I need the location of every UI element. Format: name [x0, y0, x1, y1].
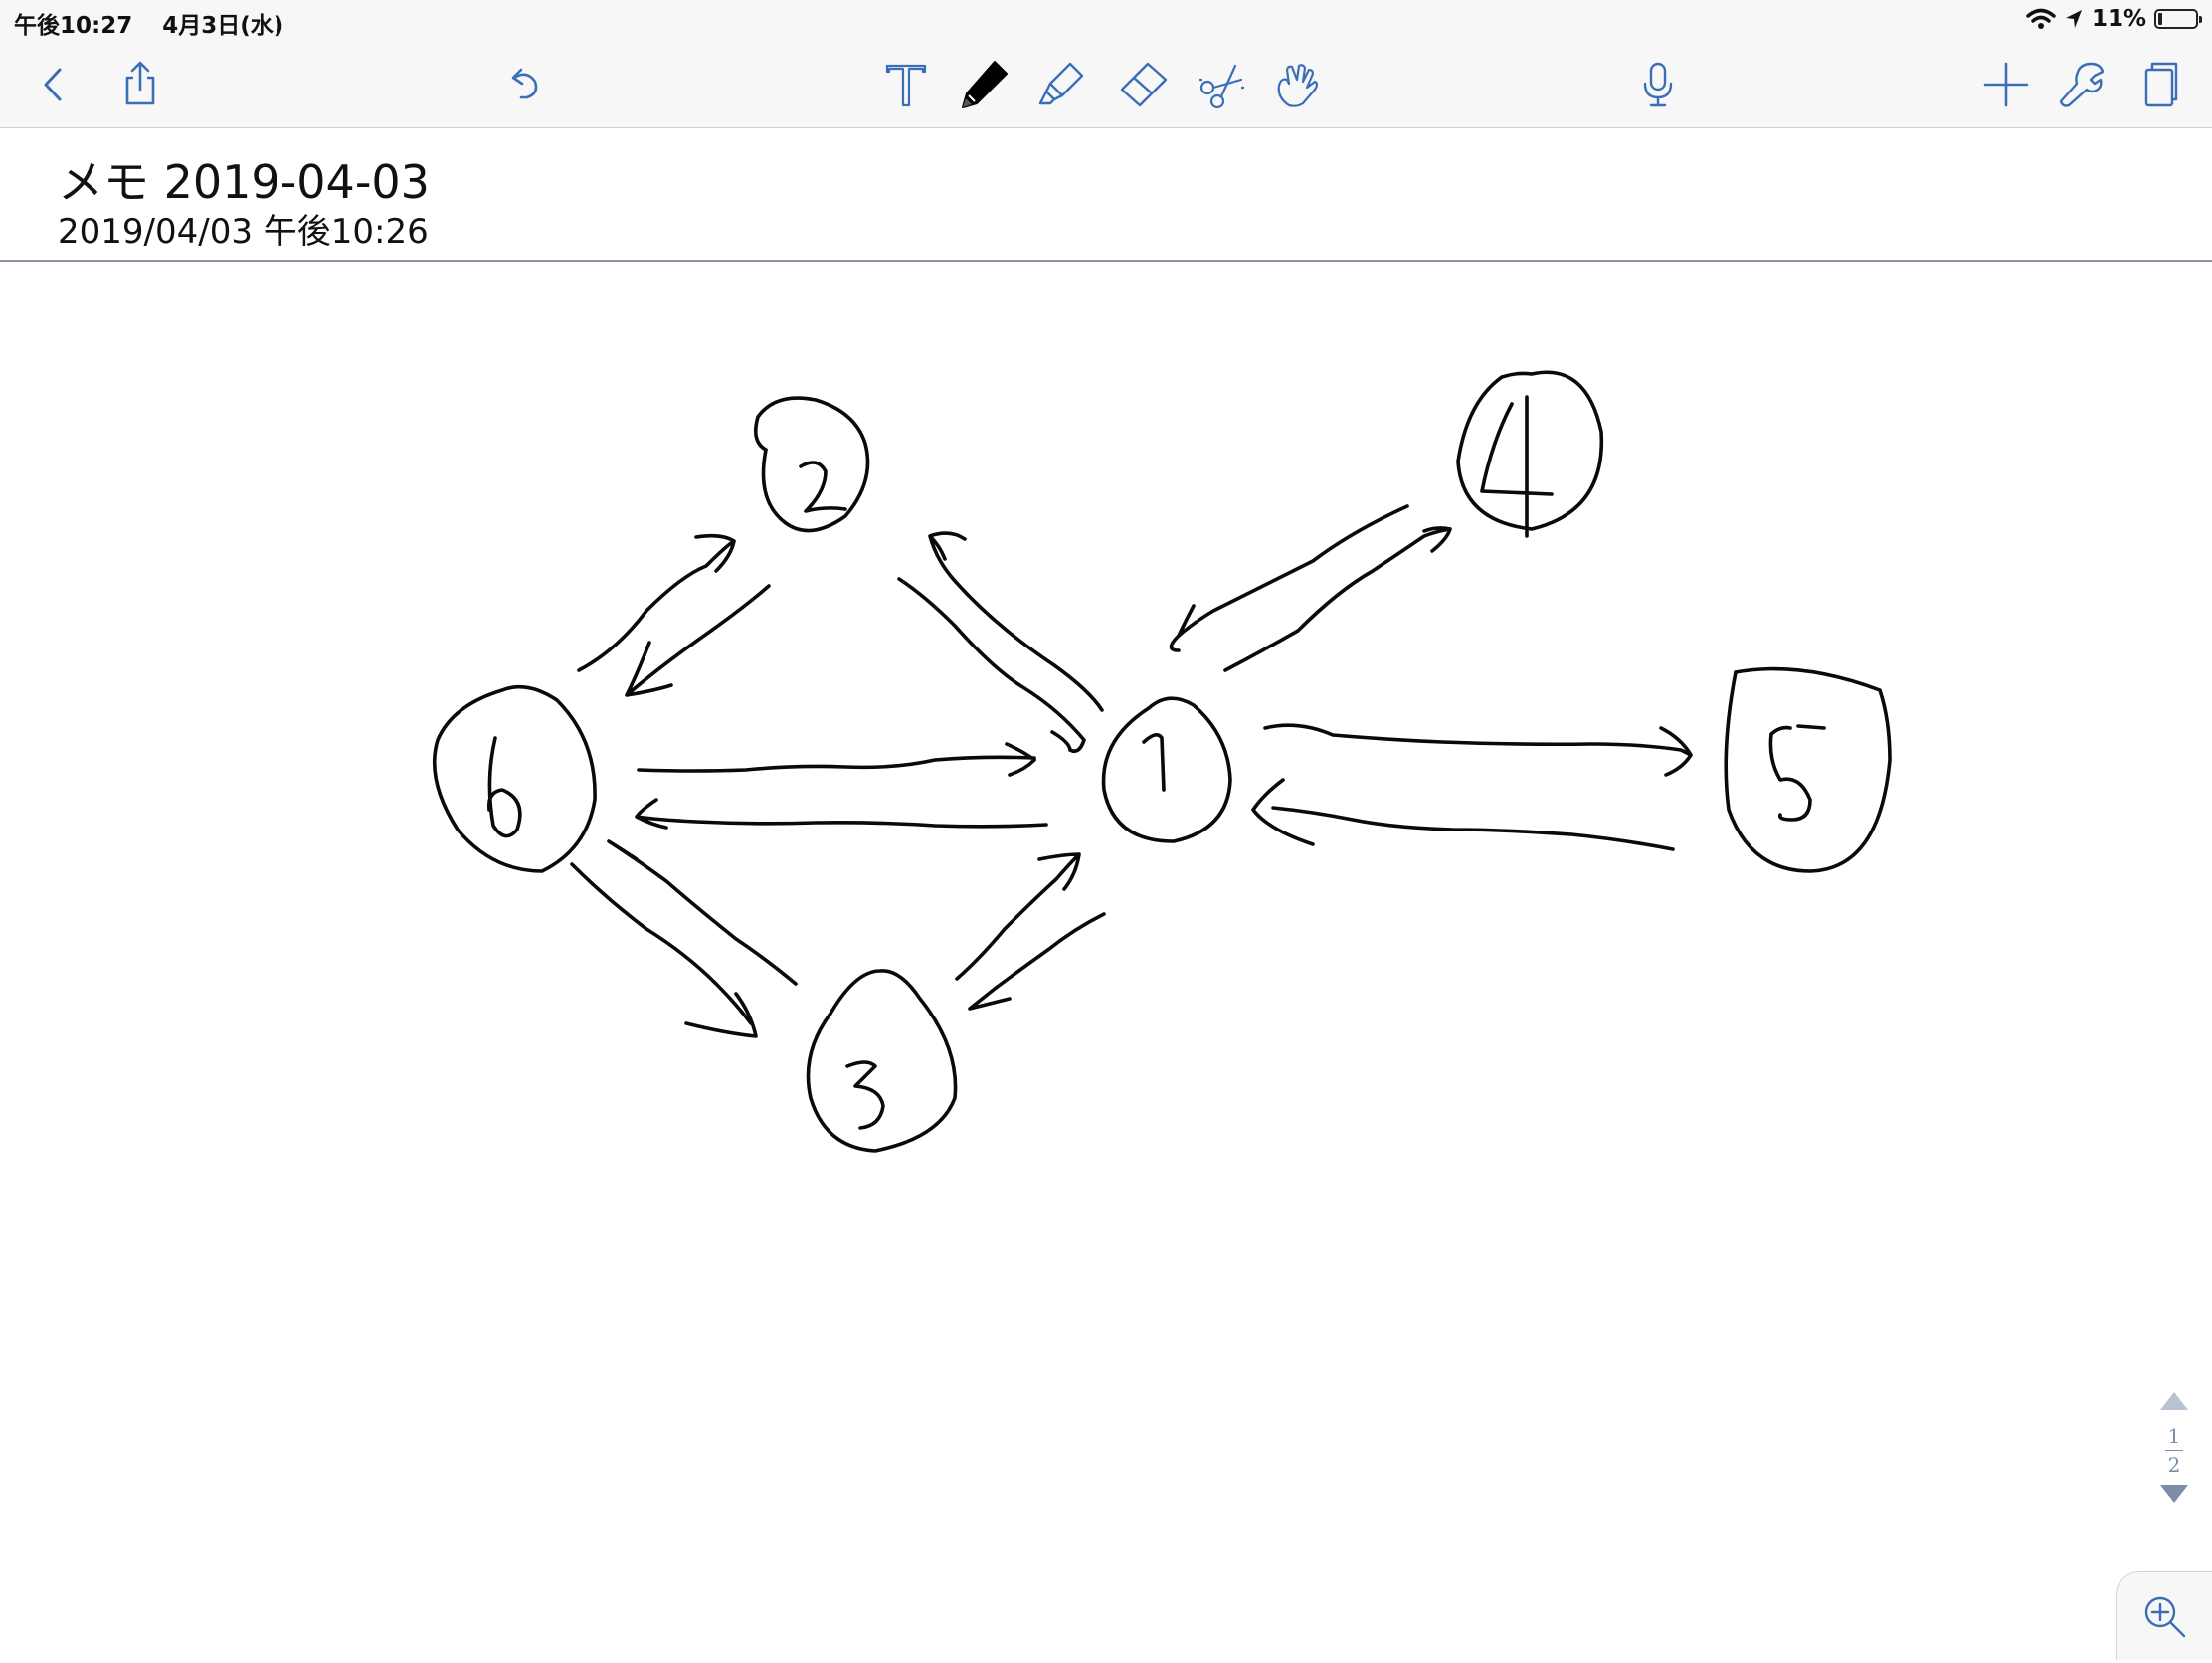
- highlighter-button[interactable]: [1032, 54, 1094, 115]
- page-divider: [2165, 1450, 2183, 1451]
- note-timestamp: 2019/04/03 午後10:26: [58, 212, 429, 252]
- pen-tool-icon: [962, 61, 1008, 108]
- node-6[interactable]: [432, 684, 597, 873]
- text-tool-icon: [885, 64, 927, 107]
- node-1[interactable]: [1101, 696, 1232, 843]
- plus-icon: [1983, 62, 2029, 107]
- back-chevron-icon: [44, 68, 62, 101]
- edge-6-to-1: [637, 742, 1036, 777]
- eraser-icon: [1120, 62, 1168, 107]
- hand-icon: [1277, 64, 1319, 107]
- share-icon: [125, 61, 155, 105]
- drawing-canvas[interactable]: [0, 263, 2212, 1659]
- edge-1-to-6: [635, 798, 1048, 830]
- edge-4-to-1: [1169, 504, 1409, 652]
- edge-6-to-2: [577, 533, 736, 672]
- node-4-label: [1480, 395, 1554, 538]
- status-time: 午後10:27: [14, 13, 133, 39]
- wifi-icon: [2026, 8, 2056, 29]
- pen-tool-button[interactable]: [953, 54, 1014, 115]
- microphone-icon: [1643, 62, 1673, 107]
- eraser-button[interactable]: [1112, 54, 1174, 115]
- page-down-icon[interactable]: [2160, 1485, 2188, 1503]
- zoom-button[interactable]: [2116, 1571, 2212, 1660]
- location-arrow-icon: [2065, 10, 2082, 28]
- scissors-icon: [1199, 64, 1245, 109]
- status-left: 午後10:27 4月3日(水): [14, 6, 305, 40]
- add-button[interactable]: [1975, 54, 2037, 115]
- back-button[interactable]: [24, 54, 86, 115]
- note-title[interactable]: メモ 2019-04-03: [58, 155, 430, 209]
- page-indicator: 1 2: [2154, 1392, 2194, 1503]
- edge-1-to-2: [928, 531, 1104, 712]
- microphone-button[interactable]: [1627, 54, 1689, 115]
- handwritten-graph: [432, 370, 1892, 1153]
- pages-button[interactable]: [2128, 54, 2190, 115]
- node-3-label: [845, 1060, 885, 1130]
- page-current: 1: [2167, 1424, 2181, 1448]
- undo-button[interactable]: [493, 54, 555, 115]
- toolbar: [0, 42, 2212, 128]
- edge-3-to-6: [607, 839, 798, 986]
- node-6-label: [486, 736, 522, 838]
- battery-percent: 11%: [2091, 6, 2146, 32]
- share-button[interactable]: [109, 54, 171, 115]
- edge-1-to-5: [1263, 723, 1693, 777]
- edge-1-to-3: [968, 912, 1106, 1011]
- node-5-label: [1768, 725, 1812, 822]
- status-bar: 午後10:27 4月3日(水) 11%: [0, 0, 2212, 42]
- status-right: 11%: [2026, 6, 2202, 32]
- highlighter-icon: [1038, 62, 1084, 105]
- zoom-in-icon: [2144, 1596, 2186, 1638]
- undo-icon: [511, 68, 538, 99]
- node-2[interactable]: [754, 396, 870, 533]
- node-1-label: [1142, 733, 1166, 792]
- edge-2-to-6: [625, 584, 771, 697]
- wrench-icon: [2059, 62, 2105, 107]
- page-total: 2: [2167, 1453, 2181, 1477]
- edge-2-to-1: [897, 577, 1086, 754]
- status-date: 4月3日(水): [162, 13, 284, 39]
- hand-tool-button[interactable]: [1267, 54, 1329, 115]
- note-header: メモ 2019-04-03 2019/04/03 午後10:26: [0, 128, 2212, 262]
- page-up-icon[interactable]: [2160, 1392, 2188, 1410]
- node-5[interactable]: [1724, 666, 1892, 873]
- edge-3-to-1: [955, 852, 1081, 981]
- node-4[interactable]: [1456, 370, 1604, 538]
- edge-1-to-4: [1223, 526, 1452, 672]
- edge-6-to-3: [570, 862, 758, 1038]
- scissors-button[interactable]: [1192, 54, 1253, 115]
- text-tool-button[interactable]: [875, 54, 937, 115]
- battery-icon: [2154, 9, 2202, 29]
- settings-button[interactable]: [2051, 54, 2113, 115]
- pages-icon: [2144, 62, 2178, 107]
- node-2-label: [799, 461, 847, 513]
- node-3[interactable]: [806, 969, 958, 1153]
- battery-level: [2158, 13, 2162, 25]
- edge-5-to-1: [1251, 778, 1675, 851]
